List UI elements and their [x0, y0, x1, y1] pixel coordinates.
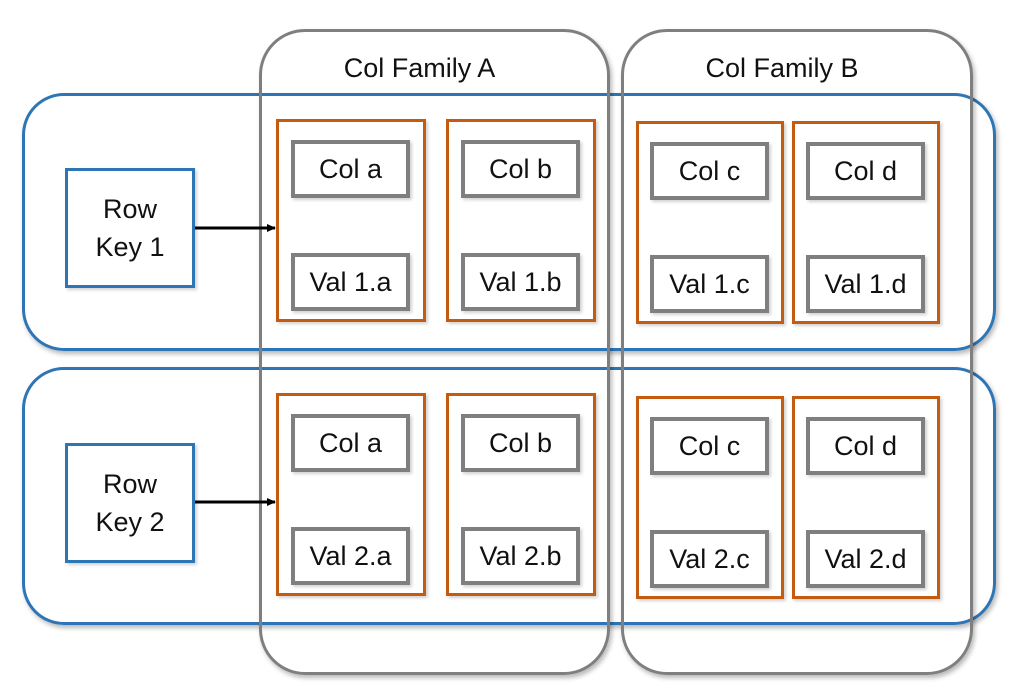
- value-box: Val 1.b: [461, 253, 580, 311]
- cell-row2-col-a: [276, 393, 426, 596]
- cell-row2-col-b: [446, 393, 596, 596]
- row-key-2: Row Key 2: [65, 443, 195, 563]
- col-name-box: Col c: [650, 142, 769, 200]
- cell-row1-col-b: [446, 119, 596, 322]
- col-family-b-container: [621, 29, 973, 675]
- cell-row1-col-a: [276, 119, 426, 322]
- col-family-a-label: Col Family A: [343, 52, 496, 83]
- col-name-box: Col b: [461, 414, 580, 472]
- row-1-container: [22, 93, 996, 351]
- row-key-1: Row Key 1: [65, 168, 195, 288]
- value-box: Val 2.c: [650, 530, 769, 588]
- cell-row1-col-c: [636, 121, 784, 324]
- col-name-box: Col a: [291, 140, 410, 198]
- value-box: Val 1.d: [806, 255, 925, 313]
- value-box: Val 1.c: [650, 255, 769, 313]
- col-family-b-label: Col Family B: [705, 52, 859, 83]
- value-box: Val 2.d: [806, 530, 925, 588]
- row-2-container: [22, 367, 996, 625]
- col-name-box: Col a: [291, 414, 410, 472]
- cell-row2-col-d: [792, 396, 940, 599]
- row-key-2-text: Row Key 2: [95, 469, 165, 537]
- cell-row2-col-c: [636, 396, 784, 599]
- col-name-box: Col d: [806, 142, 925, 200]
- value-box: Val 1.a: [291, 253, 410, 311]
- col-name-box: Col b: [461, 140, 580, 198]
- value-box: Val 2.a: [291, 527, 410, 585]
- cell-row1-col-d: [792, 121, 940, 324]
- col-name-box: Col c: [650, 417, 769, 475]
- value-box: Val 2.b: [461, 527, 580, 585]
- col-family-a-container: [259, 29, 610, 675]
- col-name-box: Col d: [806, 417, 925, 475]
- row-key-1-text: Row Key 1: [95, 194, 165, 262]
